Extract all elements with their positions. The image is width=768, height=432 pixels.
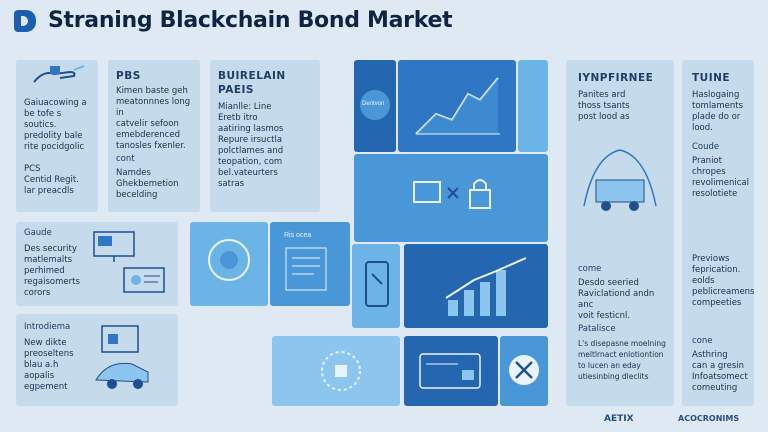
card-buirelain: BUIRELAIN PAEIS Mianlle: Line Eretb itro… <box>210 60 320 212</box>
tile-atm <box>352 244 400 328</box>
tile-sphere <box>272 336 400 406</box>
card-pbs: PBS Kimen baste geh meatonnnes long in c… <box>108 60 200 212</box>
hand-icon <box>33 65 85 83</box>
car-icon <box>95 325 149 389</box>
cone-text: Asthring can a gresin Infoatsomect comeu… <box>692 350 748 393</box>
pbs-sub: cont <box>116 154 135 164</box>
pbs-text: Kimen baste geh meatonnnes long in catve… <box>116 86 191 151</box>
tuine-text: Haslogaing tomlaments plade do or lood. <box>692 90 744 133</box>
card-intro-2: Introdiema New dikte preoseltens blau a.… <box>16 314 178 406</box>
pbs-text-2: Namdes Ghekbemetion becelding <box>116 168 179 200</box>
pbs-heading: PBS <box>116 70 141 82</box>
coude-label: Coude <box>692 142 720 152</box>
tile-bar-chart <box>404 244 548 328</box>
card-intro: Gaiuacowing a be tofe s soutics. predoli… <box>16 60 98 212</box>
brand-logo-icon <box>14 10 36 32</box>
chart-up-icon <box>415 77 500 135</box>
buirelain-heading: BUIRELAIN <box>218 70 286 82</box>
tile-security <box>354 154 548 242</box>
intro-text: Gaiuacowing a be tofe s soutics. predoli… <box>24 98 87 196</box>
gear-icon <box>208 239 250 281</box>
cone-label: cone <box>692 336 713 346</box>
tile-right-top <box>518 60 548 152</box>
bar-chart-icon <box>445 257 527 316</box>
footer-right: ACOCRONIMS <box>678 414 740 423</box>
coude-text: Praniot chropes revolimenical resolotiet… <box>692 156 749 199</box>
monitor-icon <box>93 231 165 293</box>
card-iynpfirnee: IYNPFIRNEE Panites ard thoss tsants post… <box>566 60 674 406</box>
footer-left: AETIX <box>604 414 634 424</box>
guide-heading: Gaude <box>24 228 52 238</box>
car-machine-icon <box>583 149 657 211</box>
sphere-icon <box>321 351 361 391</box>
ris-label: Ris ocea <box>284 232 312 239</box>
page-title: Straning Blackchain Bond Market <box>48 8 453 33</box>
come-text: Desdo seeried Raviclationd andn anc voit… <box>578 278 655 321</box>
intro-heading: Introdiema <box>24 322 71 332</box>
tile-ris: Ris ocea <box>270 222 350 306</box>
atm-icon <box>365 261 389 307</box>
card-icon <box>419 353 481 389</box>
card-tuine: TUINE Haslogaing tomlaments plade do or … <box>682 60 755 406</box>
tile-card <box>404 336 498 406</box>
come-label: come <box>578 264 602 274</box>
patalisce-label: Patalisce <box>578 324 616 334</box>
card-guide: Gaude Des security matlemalts perhimed r… <box>16 222 178 306</box>
buirelain-text: Mianlle: Line Eretb itro aatiring lasmos… <box>218 102 284 189</box>
tile-chart-up <box>398 60 516 152</box>
tile-wrench <box>500 336 548 406</box>
patalisce-text: L's disepasne moelning meltlrnact enloti… <box>578 339 666 381</box>
document-icon <box>285 247 327 291</box>
previows-text: Previows feprication. eolds peblicreamen… <box>692 254 755 308</box>
guide-text: Des security matlemalts perhimed regaiso… <box>24 244 80 298</box>
iynpfirnee-text: Panites ard thoss tsants post lood as <box>578 90 630 122</box>
paeis-heading: PAEIS <box>218 84 254 96</box>
tile-gear <box>190 222 268 306</box>
wrench-icon <box>509 355 539 385</box>
intro-2-text: New dikte preoseltens blau a.h aopalis e… <box>24 338 74 392</box>
dentvon-chip <box>360 90 390 120</box>
tuine-heading: TUINE <box>692 72 731 84</box>
monitor-lock-icon <box>413 179 491 209</box>
tile-dentvon: Dentvon <box>354 60 396 152</box>
dentvon-label: Dentvon <box>362 101 385 107</box>
iynpfirnee-heading: IYNPFIRNEE <box>578 72 654 84</box>
